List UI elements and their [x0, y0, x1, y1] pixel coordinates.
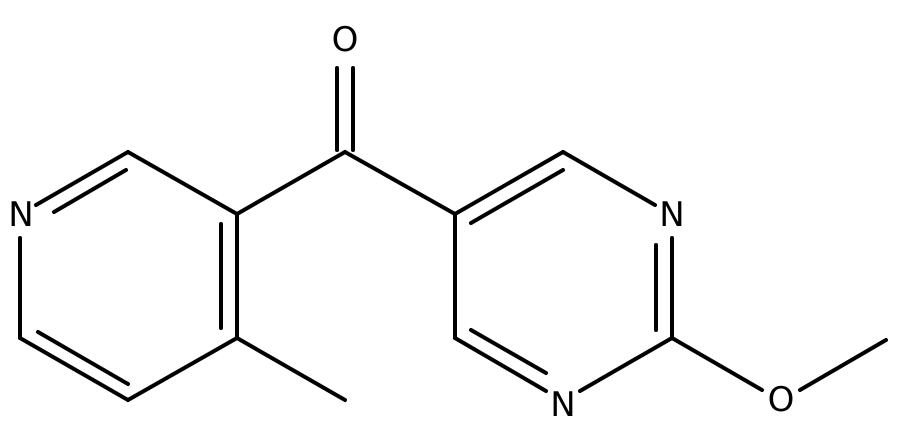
bond-methoxy-o-methyl [798, 338, 888, 392]
atom-pyrimidine-nitrogen-3: N [659, 195, 684, 235]
bond-pyridine-c6-c5-inner [36, 330, 130, 386]
bond-pyrimidine-c5-c4 [453, 150, 565, 216]
atom-pyridine-nitrogen: N [8, 195, 33, 235]
bond-pyrimidine-n1-c6-inner [469, 328, 548, 375]
bond-methyl [235, 336, 347, 402]
bond-pyridine-c5-c4 [126, 336, 239, 402]
bond-pyridine-c2-n-inner [52, 168, 128, 214]
bond-carbonyl-pyrimidine [343, 150, 457, 216]
atom-pyrimidine-nitrogen-1: N [550, 385, 575, 425]
bond-pyridine-c6-c5 [18, 336, 130, 402]
bond-pyrimidine-c5-c4-inner [469, 168, 565, 225]
bond-pyrimidine-c2-n1 [578, 336, 674, 393]
bond-pyridine-c3-c2 [126, 150, 239, 216]
bond-c2-methoxy-o [670, 336, 764, 392]
bond-pyridine-c2-n [34, 150, 130, 207]
atom-carbonyl-oxygen: O [332, 20, 359, 60]
atom-methoxy-oxygen: O [768, 380, 795, 420]
bond-carbonyl-pyridine [235, 150, 347, 216]
bond-pyrimidine-n1-c6 [453, 336, 548, 393]
bond-pyrimidine-c4-n3 [561, 150, 657, 207]
